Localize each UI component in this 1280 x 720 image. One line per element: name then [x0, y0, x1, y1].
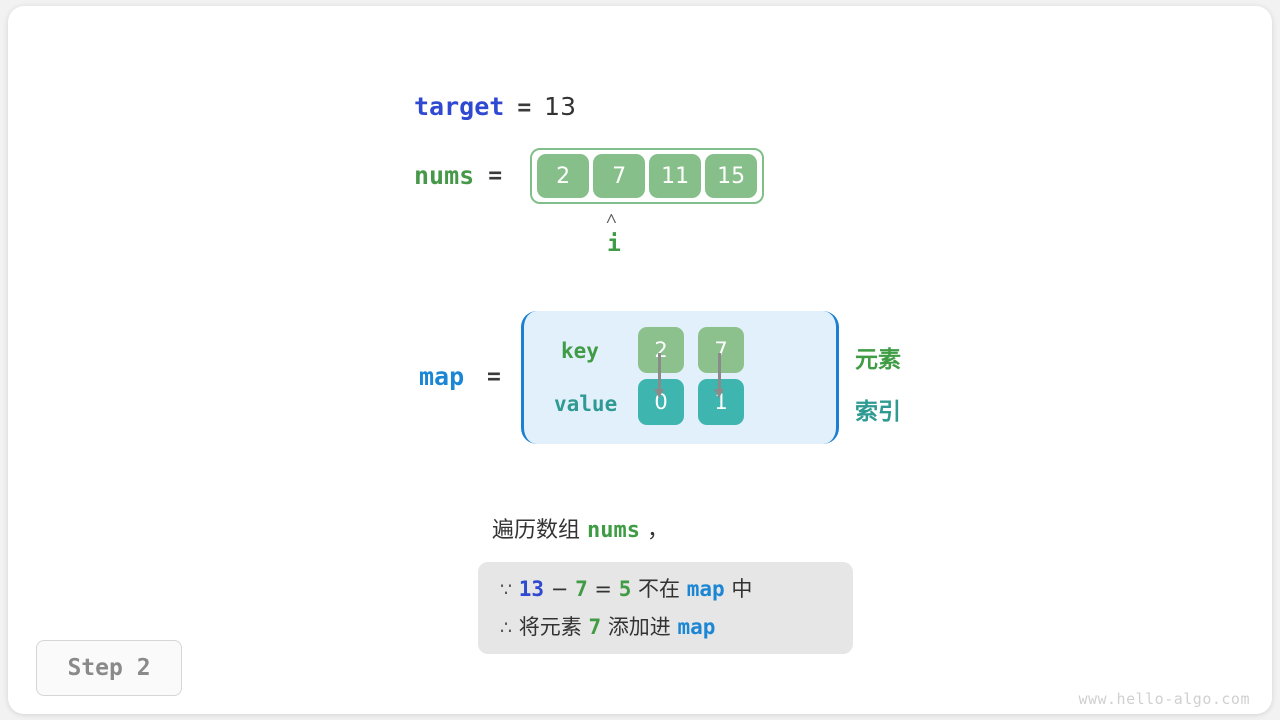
note-not-in-text: 不在: [638, 577, 681, 601]
caption-prefix: 遍历数组: [492, 518, 581, 543]
map-container: key value 2 0 7 1: [521, 311, 839, 444]
map-inner: key value 2 0 7 1: [524, 311, 836, 444]
note-add-text-2: 添加进: [607, 615, 671, 639]
note-map-ref-1: map: [686, 577, 725, 601]
nums-variable-name: nums: [414, 161, 475, 190]
caption-code-nums: nums: [587, 518, 640, 543]
note-line-2: ∴ 将元素 7 添加进 map: [500, 611, 715, 641]
map-value-cell-0: 0: [638, 379, 684, 425]
note-tail-text: 中: [731, 577, 753, 601]
caption-suffix: ，: [647, 518, 670, 543]
map-arrow-icon-0: [654, 353, 664, 398]
map-key-cell-0: 2: [638, 327, 684, 373]
note-operand-b: 7: [575, 577, 588, 601]
map-equals-sign: =: [487, 364, 501, 390]
map-key-row-label: key: [561, 339, 599, 363]
note-minus-sign: −: [550, 577, 569, 601]
annotation-index: 索引: [855, 399, 901, 425]
annotation-element: 元素: [855, 347, 901, 373]
watermark: www.hello-algo.com: [1078, 690, 1250, 708]
nums-cell-3: 15: [705, 154, 758, 198]
map-value-row-label: value: [554, 392, 618, 416]
target-equals-sign: =: [517, 95, 532, 121]
note-result: 5: [618, 577, 632, 601]
nums-cell-0: 2: [537, 154, 590, 198]
map-entry-0: 2 0: [638, 327, 684, 425]
note-map-ref-2: map: [677, 615, 716, 639]
nums-cell-1: 7: [593, 154, 646, 198]
therefore-symbol: ∴: [500, 617, 513, 639]
note-operand-a: 13: [518, 577, 545, 601]
because-symbol: ∵: [500, 579, 513, 601]
pointer-caret-icon: ˄: [606, 208, 617, 230]
step-badge: Step 2: [36, 640, 182, 696]
nums-array: 2 7 11 15: [530, 148, 765, 204]
note-line-1: ∵ 13 − 7 = 5 不在 map 中: [500, 573, 752, 603]
target-value: 13: [544, 92, 576, 121]
nums-equals-sign: =: [488, 163, 503, 189]
map-key-cell-1: 7: [698, 327, 744, 373]
note-box: ∵ 13 − 7 = 5 不在 map 中 ∴ 将元素 7 添加进 map: [478, 562, 853, 654]
nums-row: nums = 2 7 11 15: [414, 148, 765, 204]
map-arrow-icon-1: [714, 353, 724, 398]
nums-cell-2: 11: [649, 154, 702, 198]
map-variable-name: map: [419, 362, 465, 391]
target-variable-name: target: [414, 92, 505, 121]
pointer-label-i: i: [607, 231, 621, 257]
map-value-cell-1: 1: [698, 379, 744, 425]
note-added-value: 7: [588, 615, 602, 639]
caption-text: 遍历数组 nums ，: [492, 512, 669, 544]
note-add-text: 将元素: [518, 615, 582, 639]
target-row: target = 13: [414, 92, 576, 121]
map-entry-1: 7 1: [698, 327, 744, 425]
note-equals-sign: =: [594, 577, 613, 601]
